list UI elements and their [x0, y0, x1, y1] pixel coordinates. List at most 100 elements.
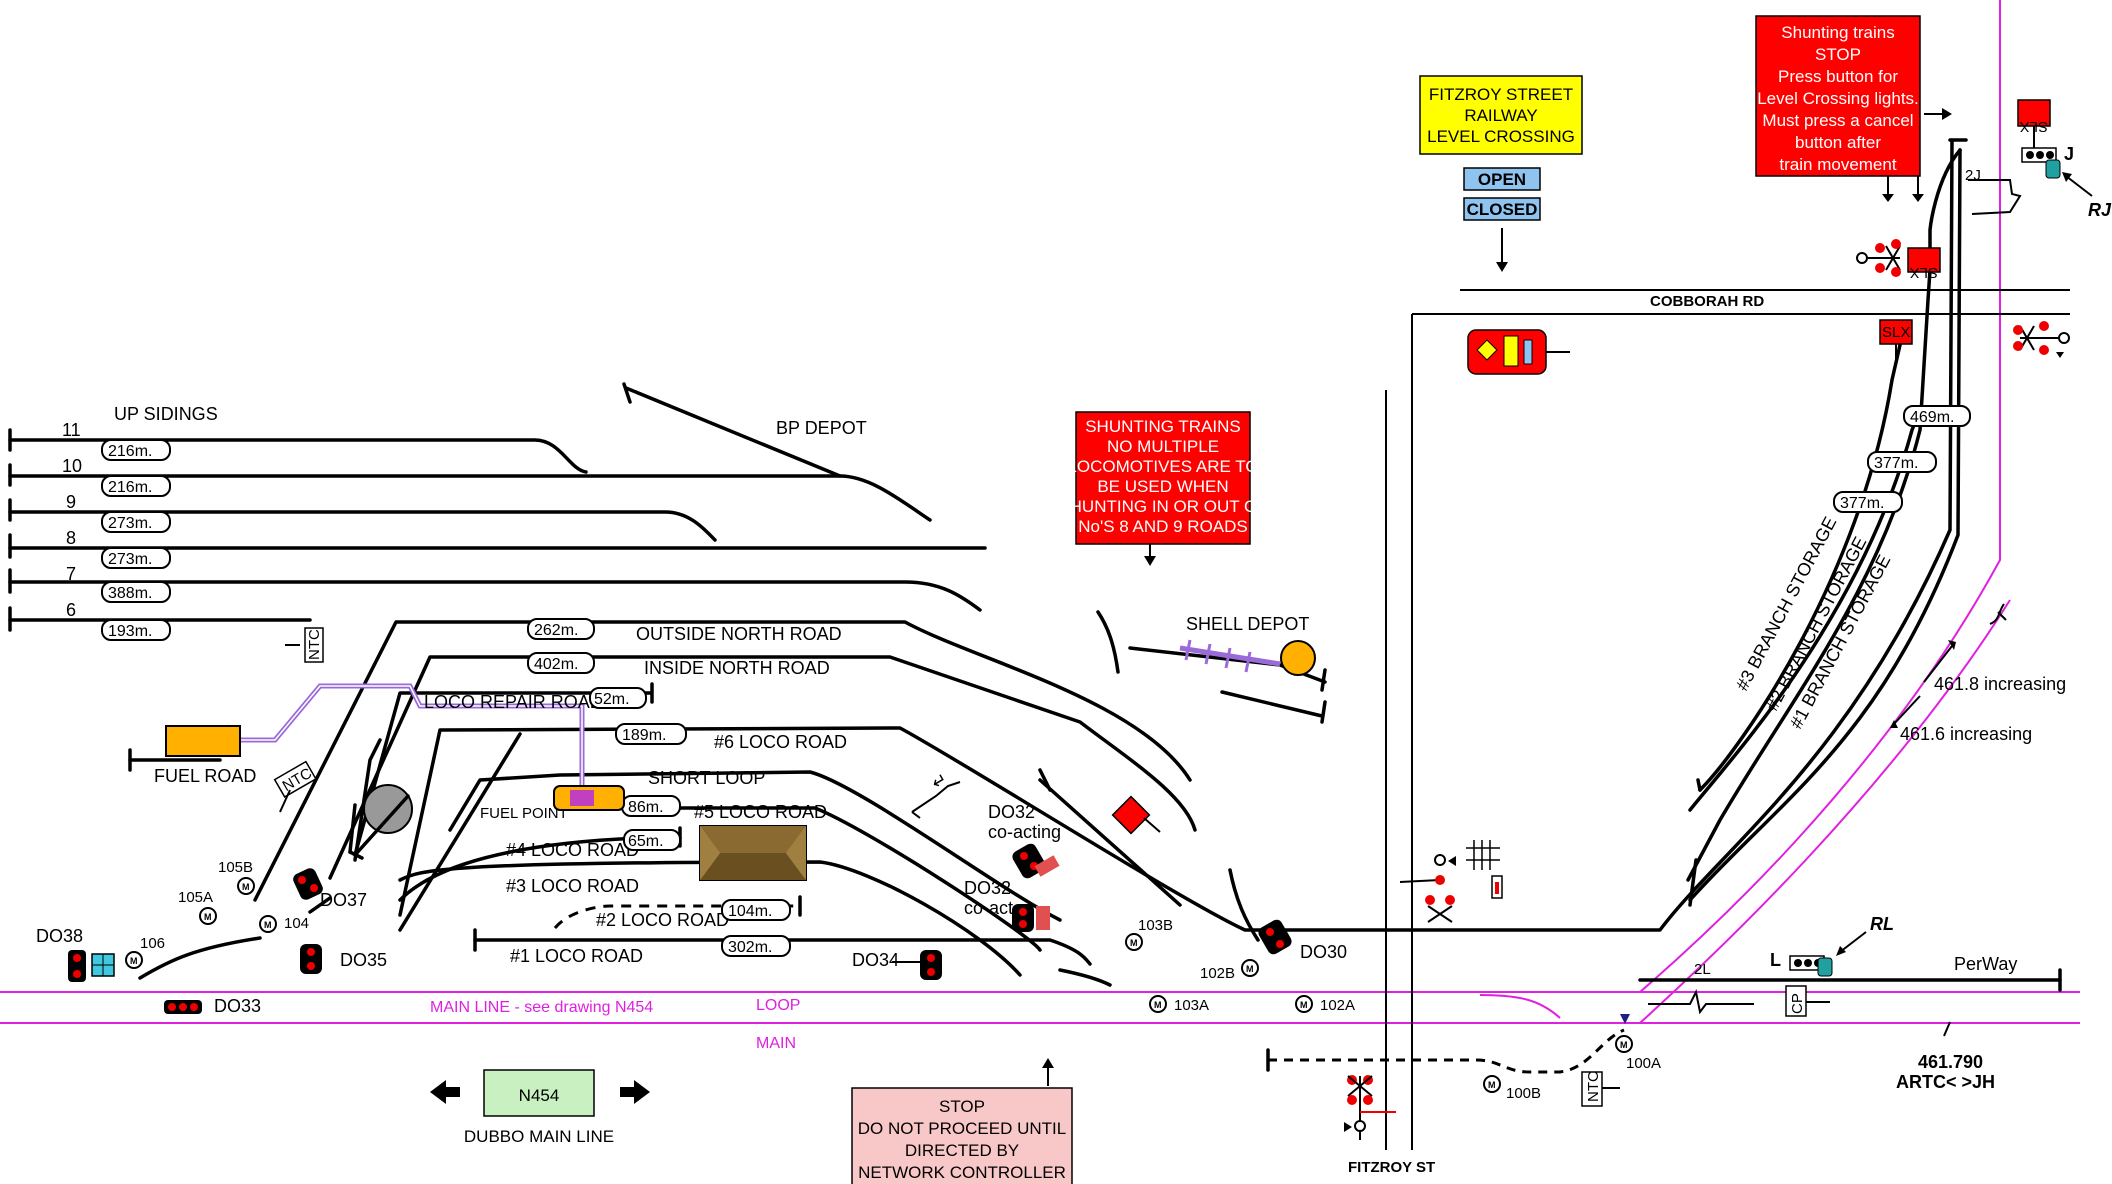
svg-text:M: M [242, 882, 250, 892]
derail-sign-red [1111, 795, 1161, 835]
svg-text:65m.: 65m. [628, 833, 664, 850]
crossing-open-button[interactable]: OPEN [1463, 167, 1541, 191]
do34-signal: DO34 [852, 950, 942, 980]
svg-text:103B: 103B [1138, 917, 1173, 934]
km-mark-label: 461.790 [1918, 1052, 1983, 1072]
main-label: MAIN [756, 1035, 796, 1052]
svg-text:105A: 105A [178, 889, 213, 906]
fitzroy-street-label: FITZROY ST [1348, 1159, 1435, 1176]
km-decrease-label: 461.6 increasing [1900, 724, 2032, 744]
svg-text:DO38: DO38 [36, 926, 83, 946]
svg-text:262m.: 262m. [534, 622, 578, 639]
siding-length: 193m. [101, 619, 171, 641]
svg-text:DO33: DO33 [214, 996, 261, 1016]
loco1-label: #1 LOCO ROAD [510, 946, 643, 966]
svg-text:M: M [130, 956, 138, 966]
svg-text:train movement: train movement [1779, 155, 1896, 174]
loco1-length: 302m. [721, 935, 791, 957]
svg-text:M: M [1300, 1000, 1308, 1010]
svg-text:105B: 105B [218, 859, 253, 876]
signals: DO38 DO33 DO37 DO35 DO34 DO30 [36, 795, 1347, 1016]
shell-depot-label: SHELL DEPOT [1186, 614, 1309, 634]
loco2-length: 104m. [721, 899, 791, 921]
fuel-road-label: FUEL ROAD [154, 766, 256, 786]
km-markers: 461.8 increasing 461.6 increasing 461.79… [1890, 603, 2066, 1092]
svg-text:DO32: DO32 [964, 878, 1011, 898]
svg-text:102B: 102B [1200, 965, 1235, 982]
loco-repair-length: 52m. [589, 687, 647, 709]
svg-text:co-acting: co-acting [988, 822, 1061, 842]
fuel-point-label: FUEL POINT [480, 805, 568, 822]
svg-text:RL: RL [1870, 914, 1894, 934]
siding-length: 273m. [101, 547, 171, 569]
siding-number: 7 [66, 564, 76, 584]
svg-text:No'S 8 AND 9 ROADS: No'S 8 AND 9 ROADS [1078, 517, 1248, 536]
loco5-label: #5 LOCO ROAD [694, 802, 827, 822]
siding-length: 216m. [101, 475, 171, 497]
shell-tank-icon [1280, 640, 1316, 676]
svg-text:DO37: DO37 [320, 890, 367, 910]
do32-coacting-signal: DO32 co-acting [988, 802, 1061, 879]
arrow-right-icon [634, 1080, 650, 1104]
do33-signal: DO33 [164, 996, 261, 1016]
loco6-length: 189m. [615, 723, 687, 745]
2j-point: 2J [1965, 167, 2022, 215]
loco3-label: #3 LOCO ROAD [506, 876, 639, 896]
storage-length: 377m. [1867, 451, 1937, 473]
svg-text:M: M [1488, 1080, 1496, 1090]
svg-text:↵: ↵ [928, 769, 951, 794]
svg-text:co-act: co-act [964, 898, 1013, 918]
crossing-closed-button[interactable]: CLOSED [1463, 197, 1541, 221]
svg-text:LEVEL CROSSING: LEVEL CROSSING [1427, 127, 1575, 146]
svg-text:NO MULTIPLE: NO MULTIPLE [1107, 437, 1219, 456]
siding-number: 10 [62, 456, 82, 476]
yard-objects: NTC NTC ↵ [165, 627, 961, 881]
arrow-left-icon [430, 1080, 446, 1104]
svg-text:M: M [1620, 1040, 1628, 1050]
siding-number: 8 [66, 528, 76, 548]
shunting-stop-notice: Shunting trains STOP Press button for Le… [1755, 15, 1921, 177]
siding-length: 216m. [101, 439, 171, 461]
fuel-tank-icon [165, 725, 241, 757]
svg-text:102A: 102A [1320, 997, 1355, 1014]
svg-text:189m.: 189m. [622, 727, 666, 744]
level-crossing-light-icon [1344, 1075, 1396, 1140]
main-line-label: MAIN LINE - see drawing N454 [430, 999, 653, 1016]
svg-text:STOP: STOP [939, 1097, 985, 1116]
svg-text:SHUNTING TRAINS: SHUNTING TRAINS [1085, 417, 1241, 436]
artc-label: ARTC< >JH [1896, 1072, 1995, 1092]
svg-text:DO35: DO35 [340, 950, 387, 970]
inside-north-length: 402m. [527, 652, 595, 674]
svg-text:M: M [264, 920, 272, 930]
do38-signal: DO38 [36, 926, 115, 982]
svg-text:CLOSED: CLOSED [1467, 200, 1538, 219]
up-sidings-title: UP SIDINGS [114, 404, 218, 424]
fitzroy-crossing: COBBORAH RD FITZROY ST [1266, 75, 2070, 1176]
crossing-panel-icon [1467, 329, 1570, 375]
svg-text:DO30: DO30 [1300, 942, 1347, 962]
do32-coact-signal: DO32 co-act [964, 878, 1050, 932]
svg-text:52m.: 52m. [594, 691, 630, 708]
svg-text:Shunting trains: Shunting trains [1781, 23, 1894, 42]
svg-text:SLX: SLX [1910, 264, 1938, 281]
svg-text:106: 106 [140, 935, 165, 952]
svg-text:NETWORK CONTROLLER: NETWORK CONTROLLER [858, 1163, 1066, 1182]
loco6-label: #6 LOCO ROAD [714, 732, 847, 752]
svg-text:FITZROY STREET: FITZROY STREET [1429, 85, 1573, 104]
cobborah-road-label: COBBORAH RD [1650, 293, 1764, 310]
svg-text:DO32: DO32 [988, 802, 1035, 822]
derailer-sign: ↵ [911, 769, 961, 819]
n454-drawing-link[interactable]: N454 DUBBO MAIN LINE [430, 1069, 650, 1146]
svg-text:L: L [1770, 950, 1781, 970]
svg-text:button after: button after [1795, 133, 1881, 152]
perway-label: PerWay [1954, 954, 2017, 974]
svg-text:273m.: 273m. [108, 515, 152, 532]
svg-text:Level Crossing lights.: Level Crossing lights. [1757, 89, 1919, 108]
km-increase-label: 461.8 increasing [1934, 674, 2066, 694]
